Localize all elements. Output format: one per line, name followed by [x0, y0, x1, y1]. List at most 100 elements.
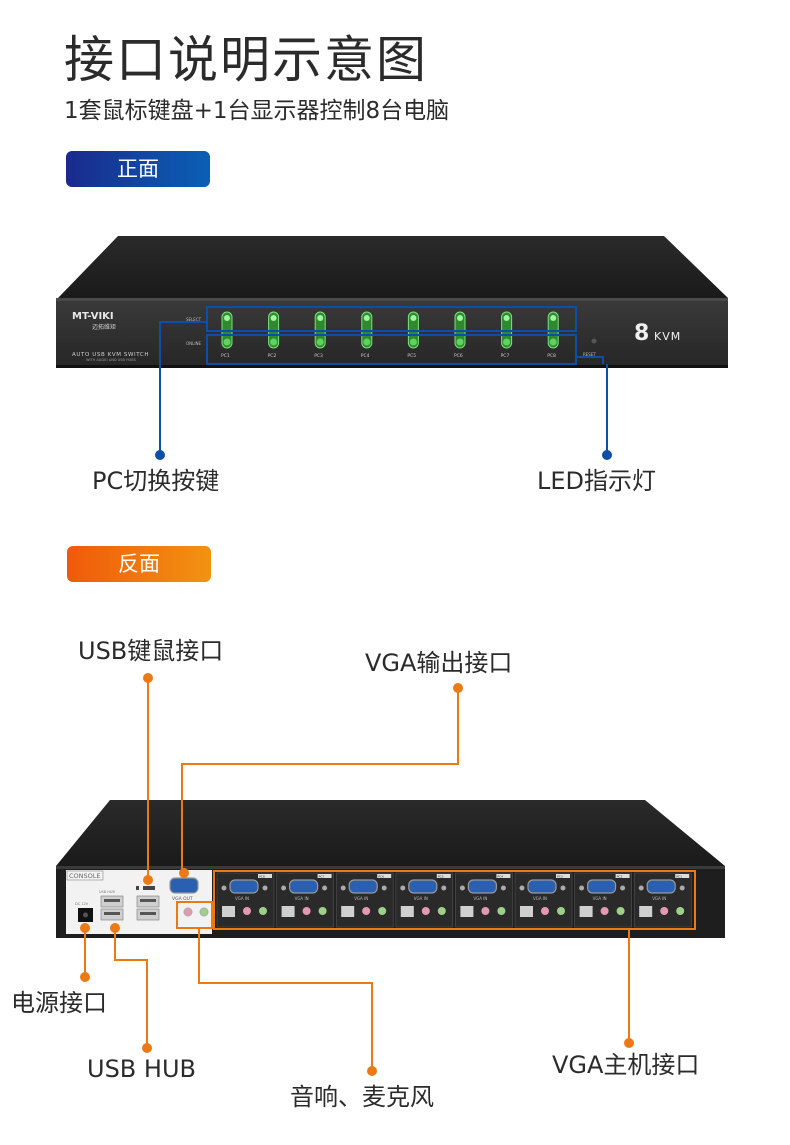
vga-in-port[interactable] [348, 879, 378, 894]
usb-b-port[interactable] [341, 906, 355, 917]
front-section-badge: 正面 [66, 151, 210, 187]
vga-in-label: VGA IN [533, 896, 547, 901]
led-highlight [206, 334, 577, 365]
vga-in-label: VGA IN [295, 896, 309, 901]
vga-in-label: VGA IN [354, 896, 368, 901]
mic-port[interactable] [378, 907, 387, 915]
usb-km-callout-label: USB键鼠接口 [78, 637, 224, 665]
model-number: 8 [634, 321, 649, 346]
vga-in-port[interactable] [646, 879, 676, 894]
speaker-port[interactable] [541, 907, 549, 915]
vga-out-label: VGA OUT [172, 896, 193, 902]
select-buttons-highlight [206, 306, 577, 332]
reset-button[interactable] [591, 338, 597, 344]
vga-host-callout-label: VGA主机接口 [552, 1051, 700, 1079]
model-text: KVM [654, 330, 681, 343]
front-device-top [58, 236, 728, 298]
speaker-port[interactable] [302, 907, 311, 915]
usb-b-port[interactable] [281, 906, 295, 917]
vga-out-callout-dot [453, 683, 463, 693]
power-callout-label: 电源接口 [11, 989, 107, 1017]
pc-switch-callout-label: PC切换按键 [92, 467, 220, 495]
vga-in-port[interactable] [229, 879, 259, 894]
led-callout-dot [602, 450, 612, 460]
pc-button-label: PC6 [454, 353, 463, 359]
pc-switch-callout-line [159, 321, 207, 455]
page-title: 接口说明示意图 [64, 31, 428, 89]
usb-b-port[interactable] [400, 906, 414, 917]
back-section-badge: 反面 [67, 546, 211, 582]
mic-port[interactable] [259, 907, 267, 915]
vga-in-label: VGA IN [414, 896, 428, 901]
usb-b-port[interactable] [579, 906, 593, 917]
usb-hub-port-label: USB HUB [99, 890, 115, 894]
host-ports-highlight [213, 870, 696, 930]
speaker-port[interactable] [243, 907, 251, 915]
back-device-top [56, 800, 725, 866]
pc-button-label: PC8 [547, 353, 556, 359]
host-port-label: PC3 [557, 875, 563, 879]
front-device-face [56, 298, 728, 368]
mic-port[interactable] [318, 907, 327, 915]
usb-b-port[interactable] [639, 906, 653, 917]
pc-button-label: PC3 [314, 353, 323, 359]
usb-hub-callout-dot [142, 1043, 152, 1053]
usb-b-port[interactable] [460, 906, 474, 917]
select-label: SELECT [186, 317, 202, 322]
audio-port-mic[interactable] [199, 907, 209, 917]
vga-out-port[interactable] [169, 877, 199, 894]
led-highlight-ext [576, 356, 604, 364]
vga-out-callout-label: VGA输出接口 [365, 649, 513, 677]
vga-in-label: VGA IN [473, 896, 487, 901]
usb-hub-callout-label: USB HUB [87, 1055, 196, 1083]
mic-port[interactable] [497, 907, 506, 915]
vga-in-label: VGA IN [593, 896, 607, 901]
vga-host-callout-dot [624, 1038, 634, 1048]
audio-port-speaker[interactable] [183, 907, 193, 917]
power-callout-dot [80, 972, 90, 982]
host-port-label: PC1 [676, 875, 682, 879]
host-port-label: PC6 [378, 875, 384, 879]
vga-in-port[interactable] [289, 879, 319, 894]
usb-km-callout-dot [143, 673, 153, 683]
vga-in-label: VGA IN [652, 896, 666, 901]
product-name: AUTO USB KVM SWITCH [72, 352, 149, 358]
speaker-port[interactable] [362, 907, 371, 915]
page-subtitle: 1套鼠标键盘+1台显示器控制8台电脑 [64, 98, 450, 124]
host-port-label: PC8 [259, 875, 265, 879]
speaker-port[interactable] [660, 907, 669, 915]
usb-b-port[interactable] [222, 906, 235, 917]
mic-port[interactable] [437, 907, 446, 915]
audio-highlight [176, 901, 213, 929]
vga-in-port[interactable] [408, 879, 438, 894]
pc-button-label: PC7 [501, 353, 510, 359]
vga-in-port[interactable] [527, 879, 557, 894]
host-port-label: PC4 [497, 875, 503, 879]
pc-button-label: PC1 [221, 353, 230, 359]
vga-in-label: VGA IN [235, 896, 249, 901]
brand-cn: 迈拓维矩 [92, 323, 116, 331]
pc-button-label: PC2 [268, 353, 277, 359]
host-port-label: PC2 [617, 875, 623, 879]
speaker-port[interactable] [481, 907, 490, 915]
mic-port[interactable] [557, 907, 565, 915]
usb-b-port[interactable] [520, 906, 533, 917]
mic-port[interactable] [616, 907, 625, 915]
audio-callout-dot [367, 1066, 377, 1076]
speaker-port[interactable] [421, 907, 430, 915]
vga-in-port[interactable] [467, 879, 497, 894]
speaker-port[interactable] [600, 907, 609, 915]
mic-port[interactable] [676, 907, 685, 915]
dc-label: DC 12V [75, 902, 89, 906]
pc-button-label: PC5 [407, 353, 416, 359]
vga-in-port[interactable] [586, 879, 617, 894]
front-device-illustration: MT-VIKI 迈拓维矩 AUTO USB KVM SWITCH WITH AU… [56, 236, 728, 460]
